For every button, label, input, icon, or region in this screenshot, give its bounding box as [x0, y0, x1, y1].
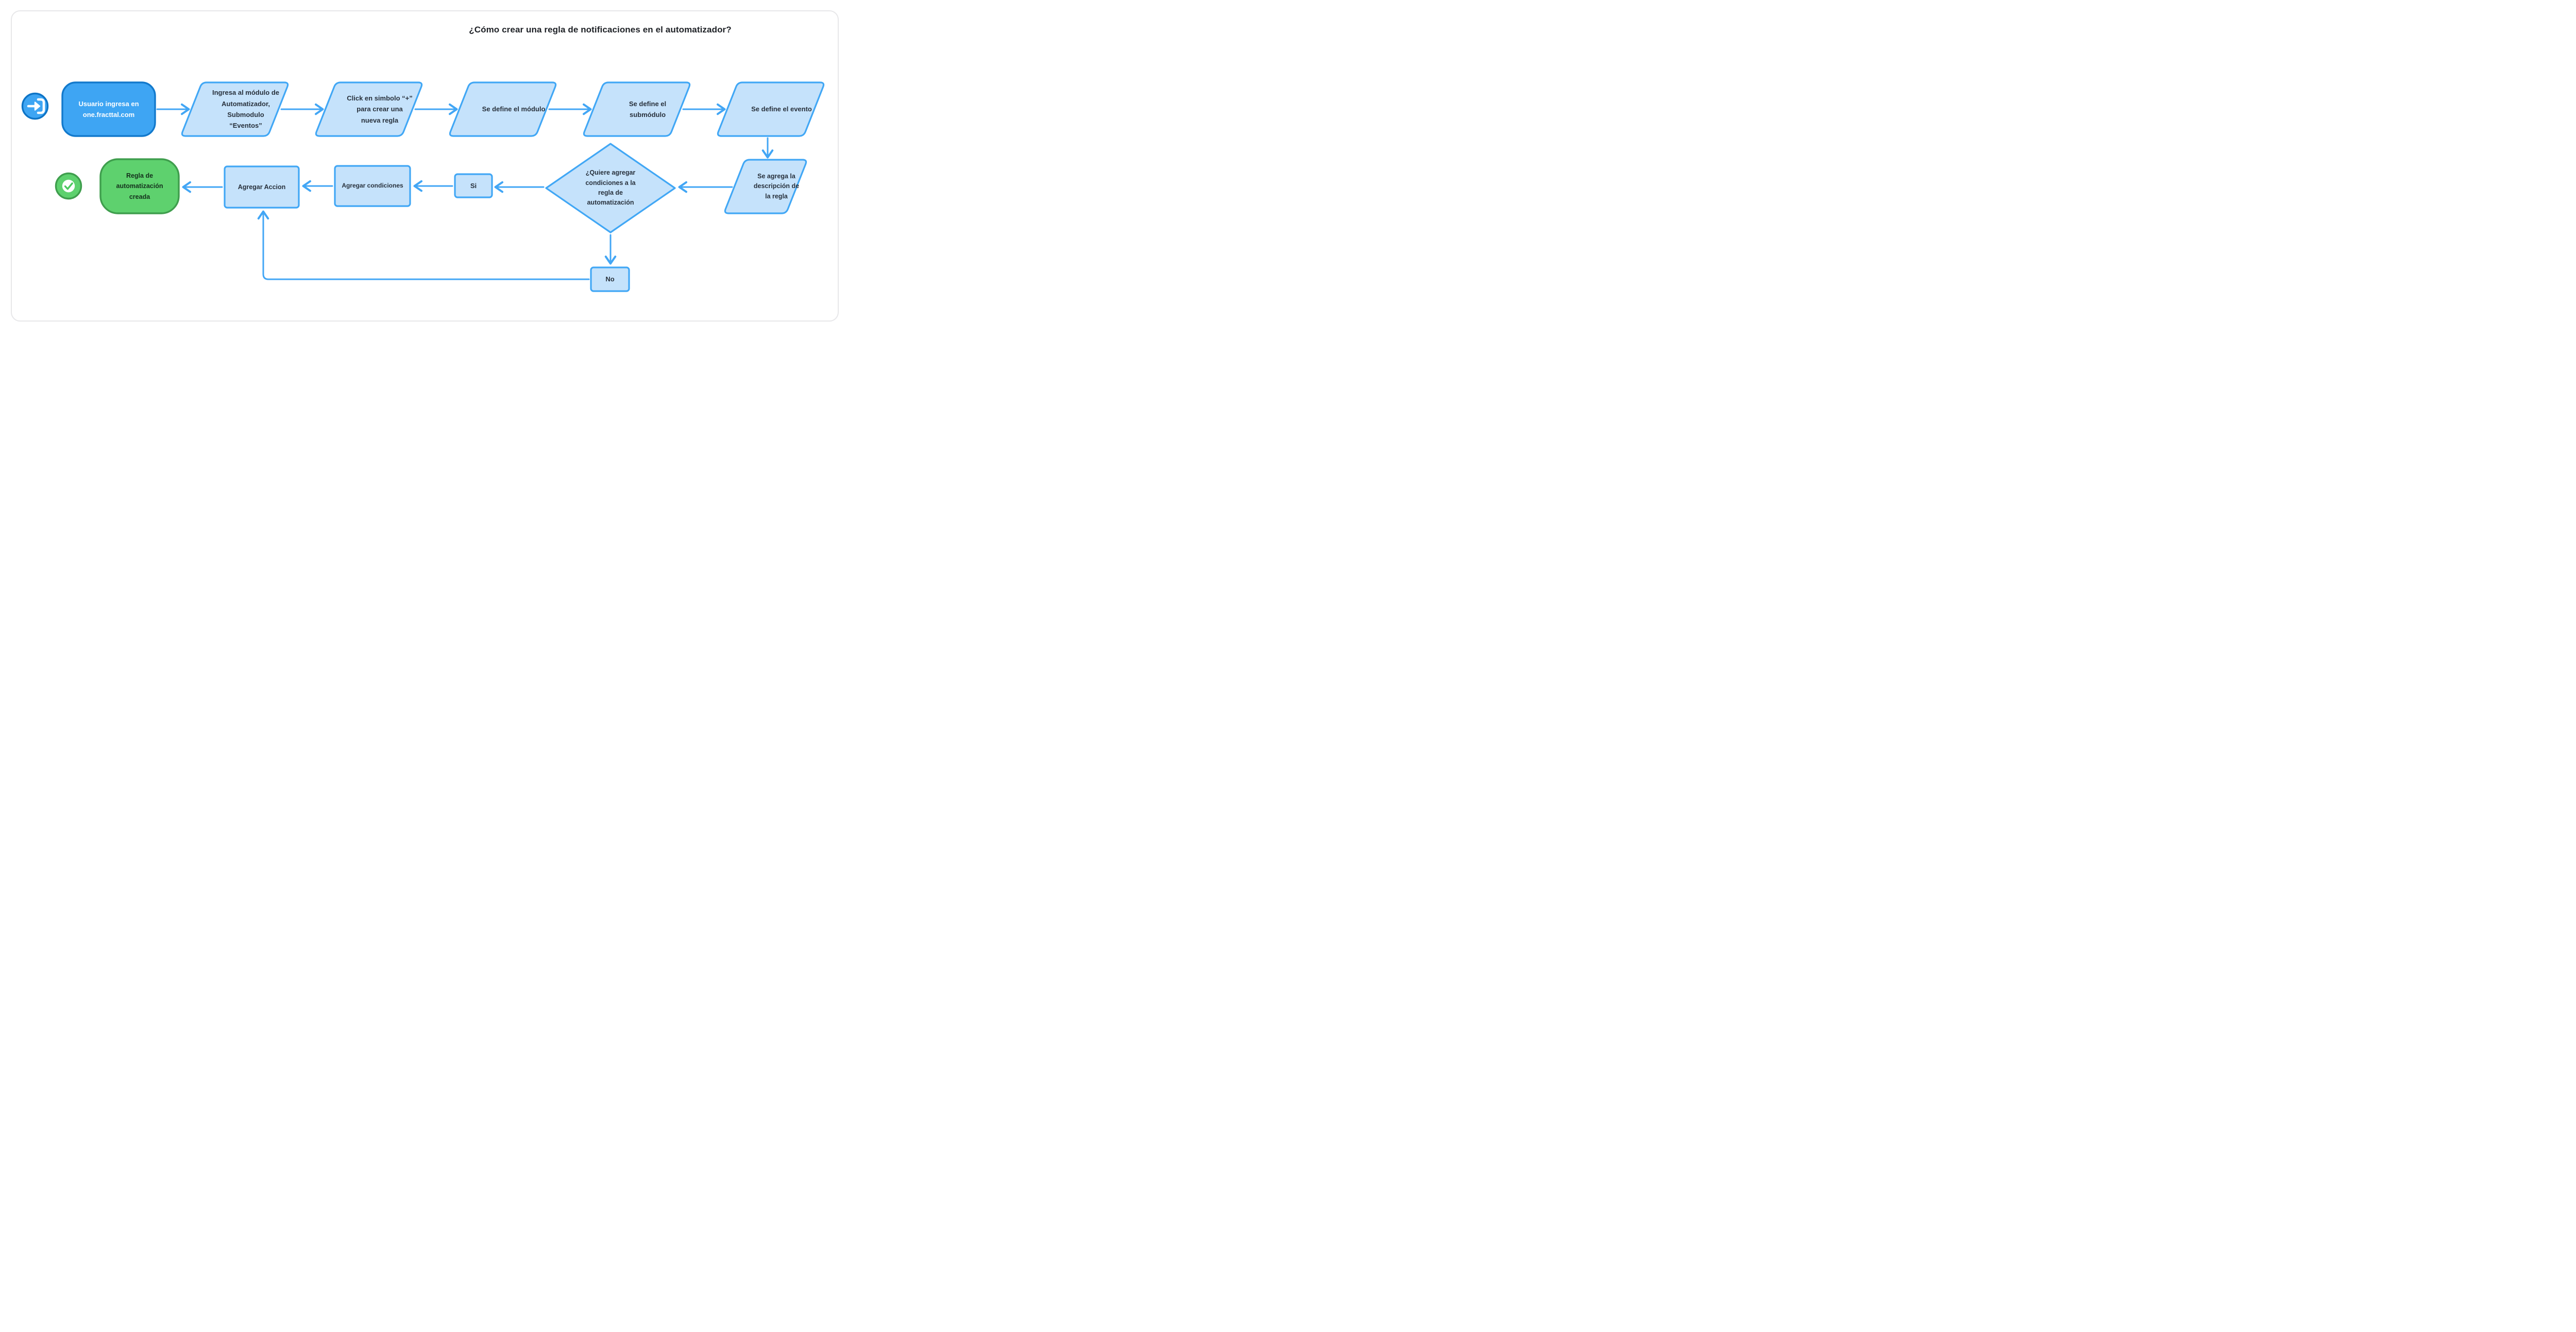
node-module-entry	[181, 81, 289, 137]
node-decision	[545, 143, 676, 233]
arrow-no-loop-to-add-action	[257, 210, 590, 280]
flowchart-graphics	[21, 81, 825, 292]
node-click-plus	[315, 81, 423, 137]
node-start	[61, 81, 156, 137]
node-branch-si	[454, 173, 493, 198]
node-add-conditions	[334, 165, 411, 207]
node-add-description	[724, 159, 807, 214]
flowchart-canvas: ¿Cómo crear una regla de notificaciones …	[0, 0, 851, 333]
node-end	[99, 158, 180, 214]
node-add-action	[224, 165, 300, 209]
page-title: ¿Cómo crear una regla de notificaciones …	[469, 25, 732, 35]
node-define-module	[449, 81, 557, 137]
node-define-event	[717, 81, 825, 137]
node-define-submodule	[583, 81, 691, 137]
connectors	[156, 103, 774, 280]
check-icon	[55, 172, 82, 200]
login-icon	[21, 92, 49, 120]
node-branch-no	[590, 266, 630, 292]
